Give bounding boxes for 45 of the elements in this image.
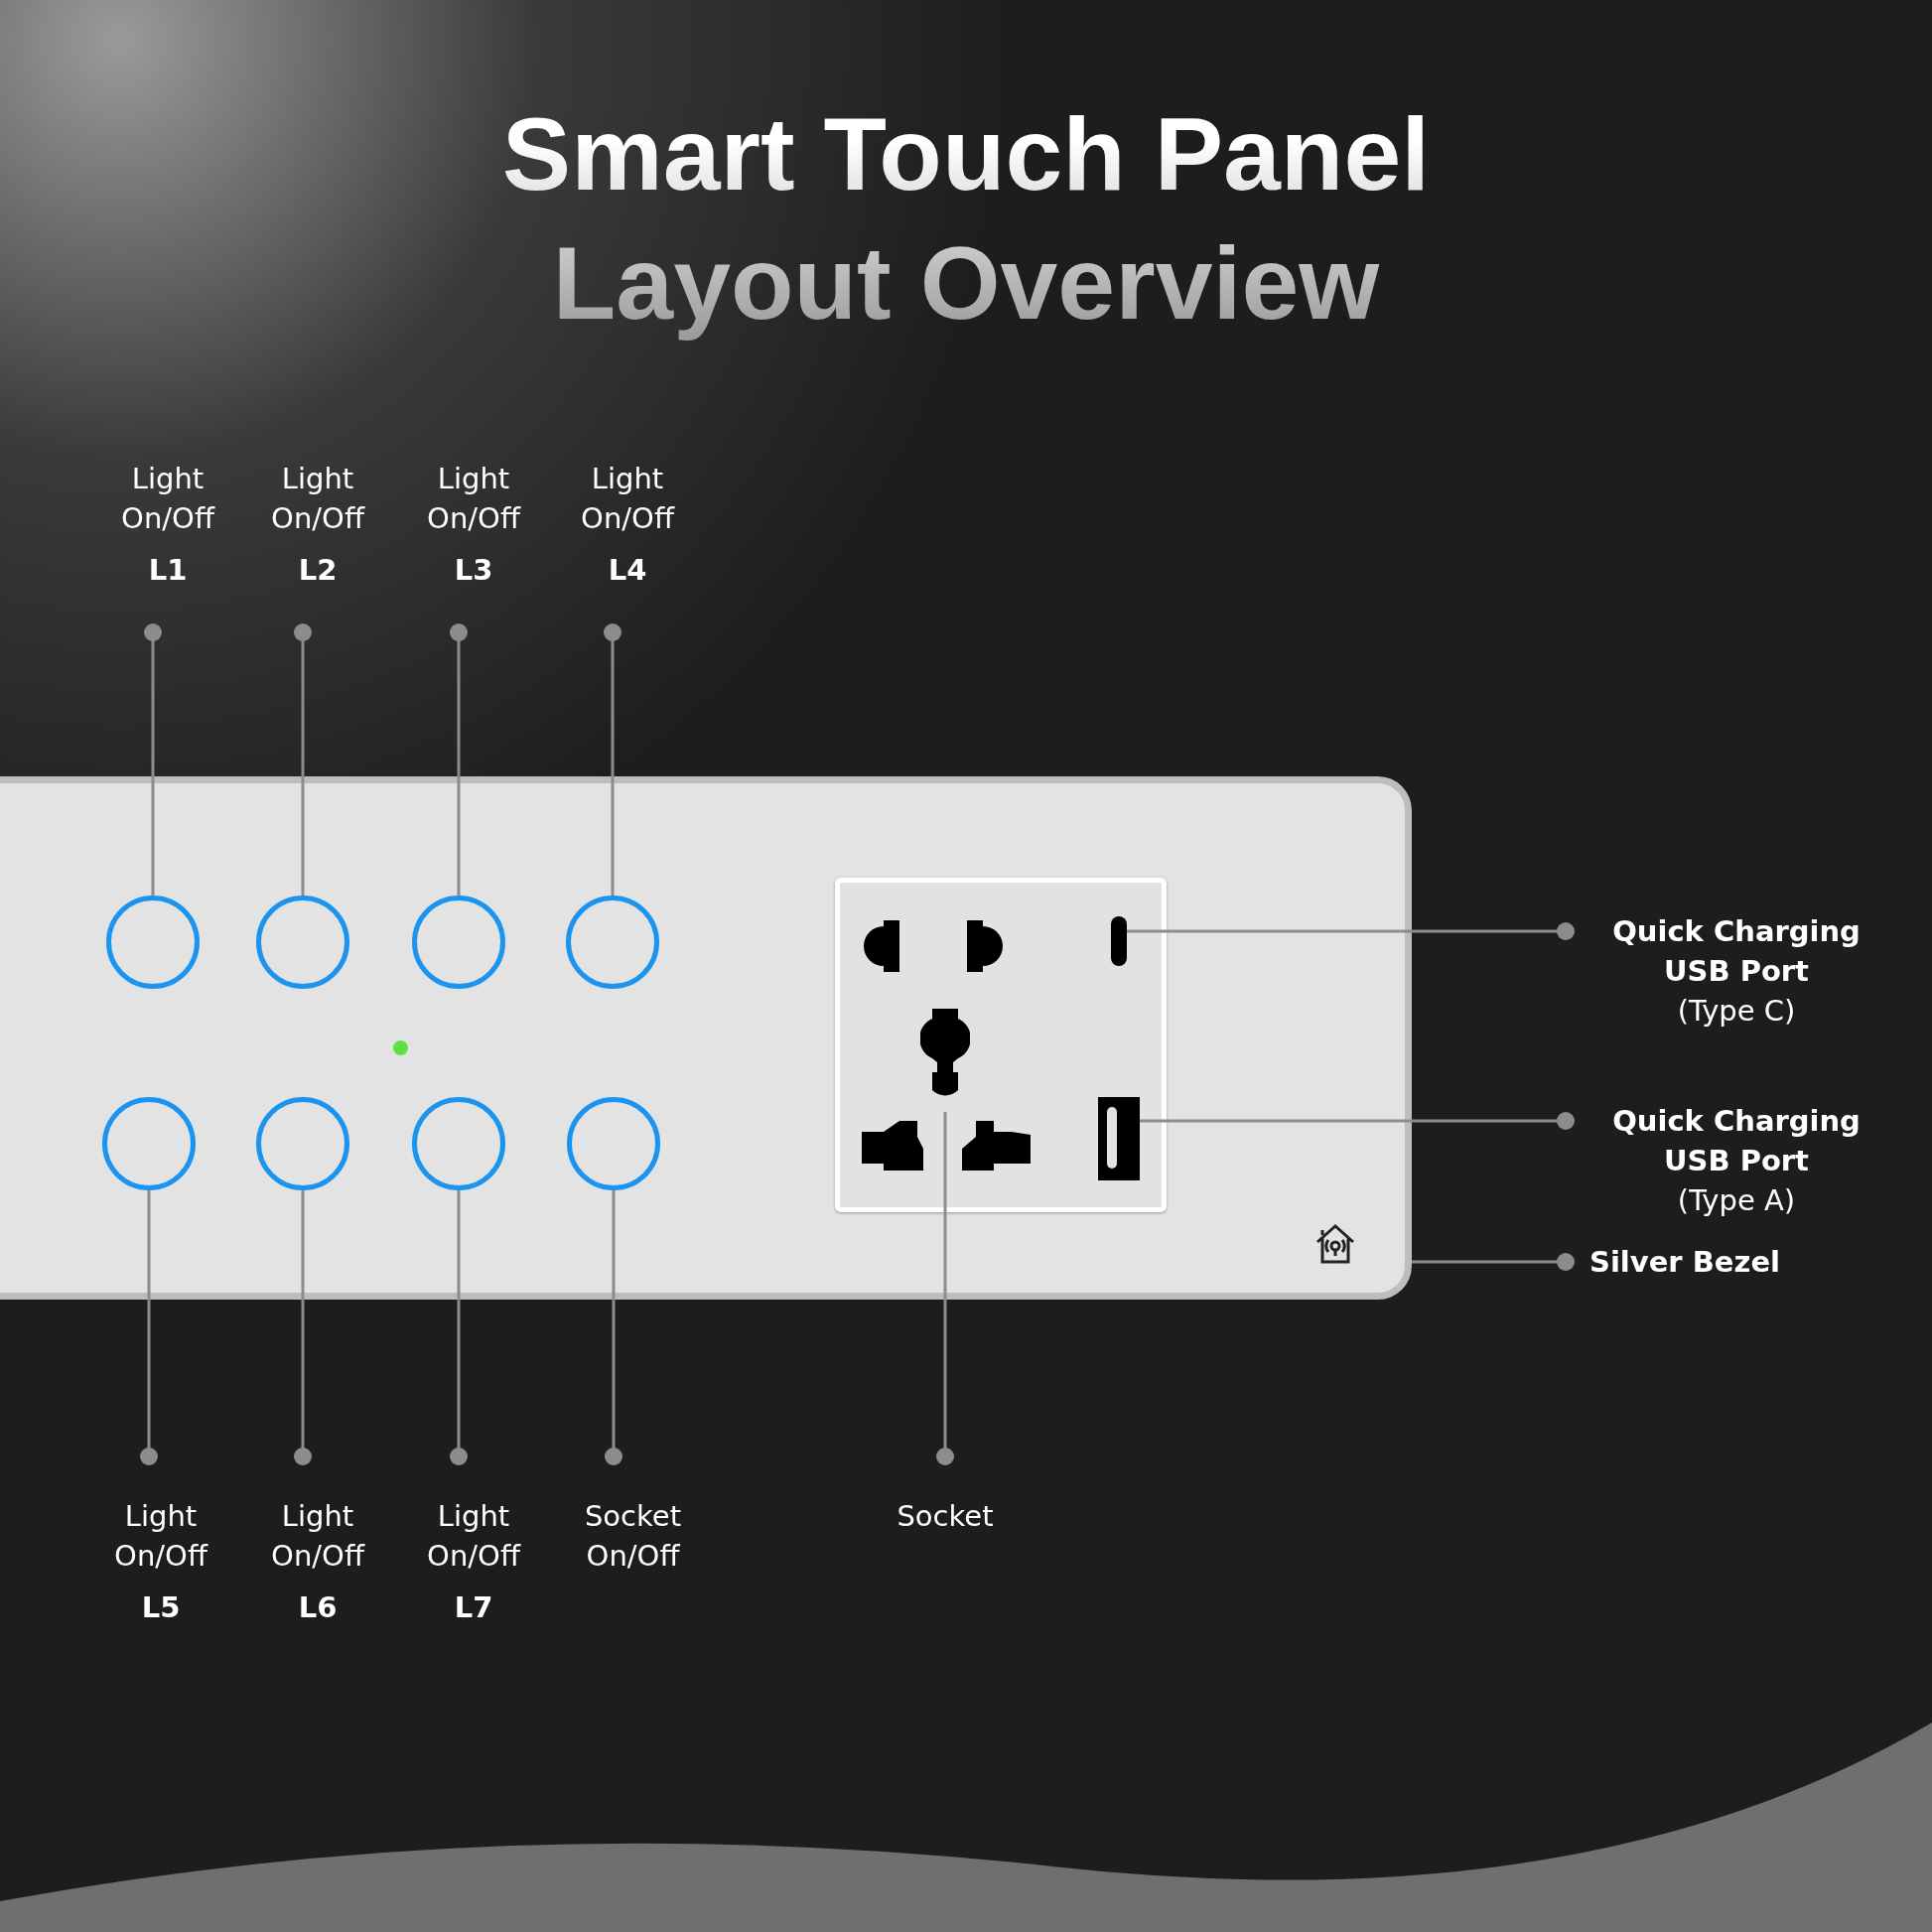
leader-line [450,1190,468,1465]
touch-button [256,1097,349,1190]
leader-line [936,1112,954,1465]
callout-label: (Type A) [1676,1182,1797,1219]
callout-label: Quick Charging USB Port [1611,913,1862,990]
touch-button [106,896,200,989]
callout-label: Light On/Off [580,461,676,537]
callout-label: L4 [607,552,648,589]
callout-label: Socket [896,1498,995,1535]
callout-label: Light On/Off [426,1498,522,1575]
callout-label: L3 [453,552,494,589]
touch-button [567,1097,660,1190]
touch-button [412,1097,505,1190]
callout-label: Light On/Off [113,1498,209,1575]
touch-button [412,896,505,989]
callout-label: Socket On/Off [583,1498,683,1575]
callout-label: L1 [147,552,189,589]
callout-label: L5 [140,1589,182,1626]
callout-label: L6 [297,1589,339,1626]
leader-line [604,623,621,896]
touch-button [102,1097,196,1190]
callout-label: L2 [297,552,339,589]
leader-line [144,623,162,896]
touch-button [566,896,659,989]
leader-line [605,1190,622,1465]
leader-line [140,1190,158,1465]
callout-label: Light On/Off [426,461,522,537]
leader-line [1412,1253,1575,1271]
touch-button [256,896,349,989]
callout-label: Light On/Off [270,461,366,537]
callout-label: Silver Bezel [1589,1244,1781,1281]
leader-line [294,1190,312,1465]
socket-plate [835,878,1167,1212]
callout-label: Light On/Off [120,461,216,537]
callout-label: L7 [453,1589,494,1626]
leader-line [1140,1112,1575,1130]
leader-line [450,623,468,896]
leader-line [294,623,312,896]
usb-a-port [1098,1097,1140,1180]
touch-panel [0,776,1412,1300]
leader-line [1127,922,1575,940]
callout-label: (Type C) [1676,993,1797,1030]
callout-label: Light On/Off [270,1498,366,1575]
usb-c-port [1111,916,1127,966]
callout-label: Quick Charging USB Port [1611,1103,1862,1179]
